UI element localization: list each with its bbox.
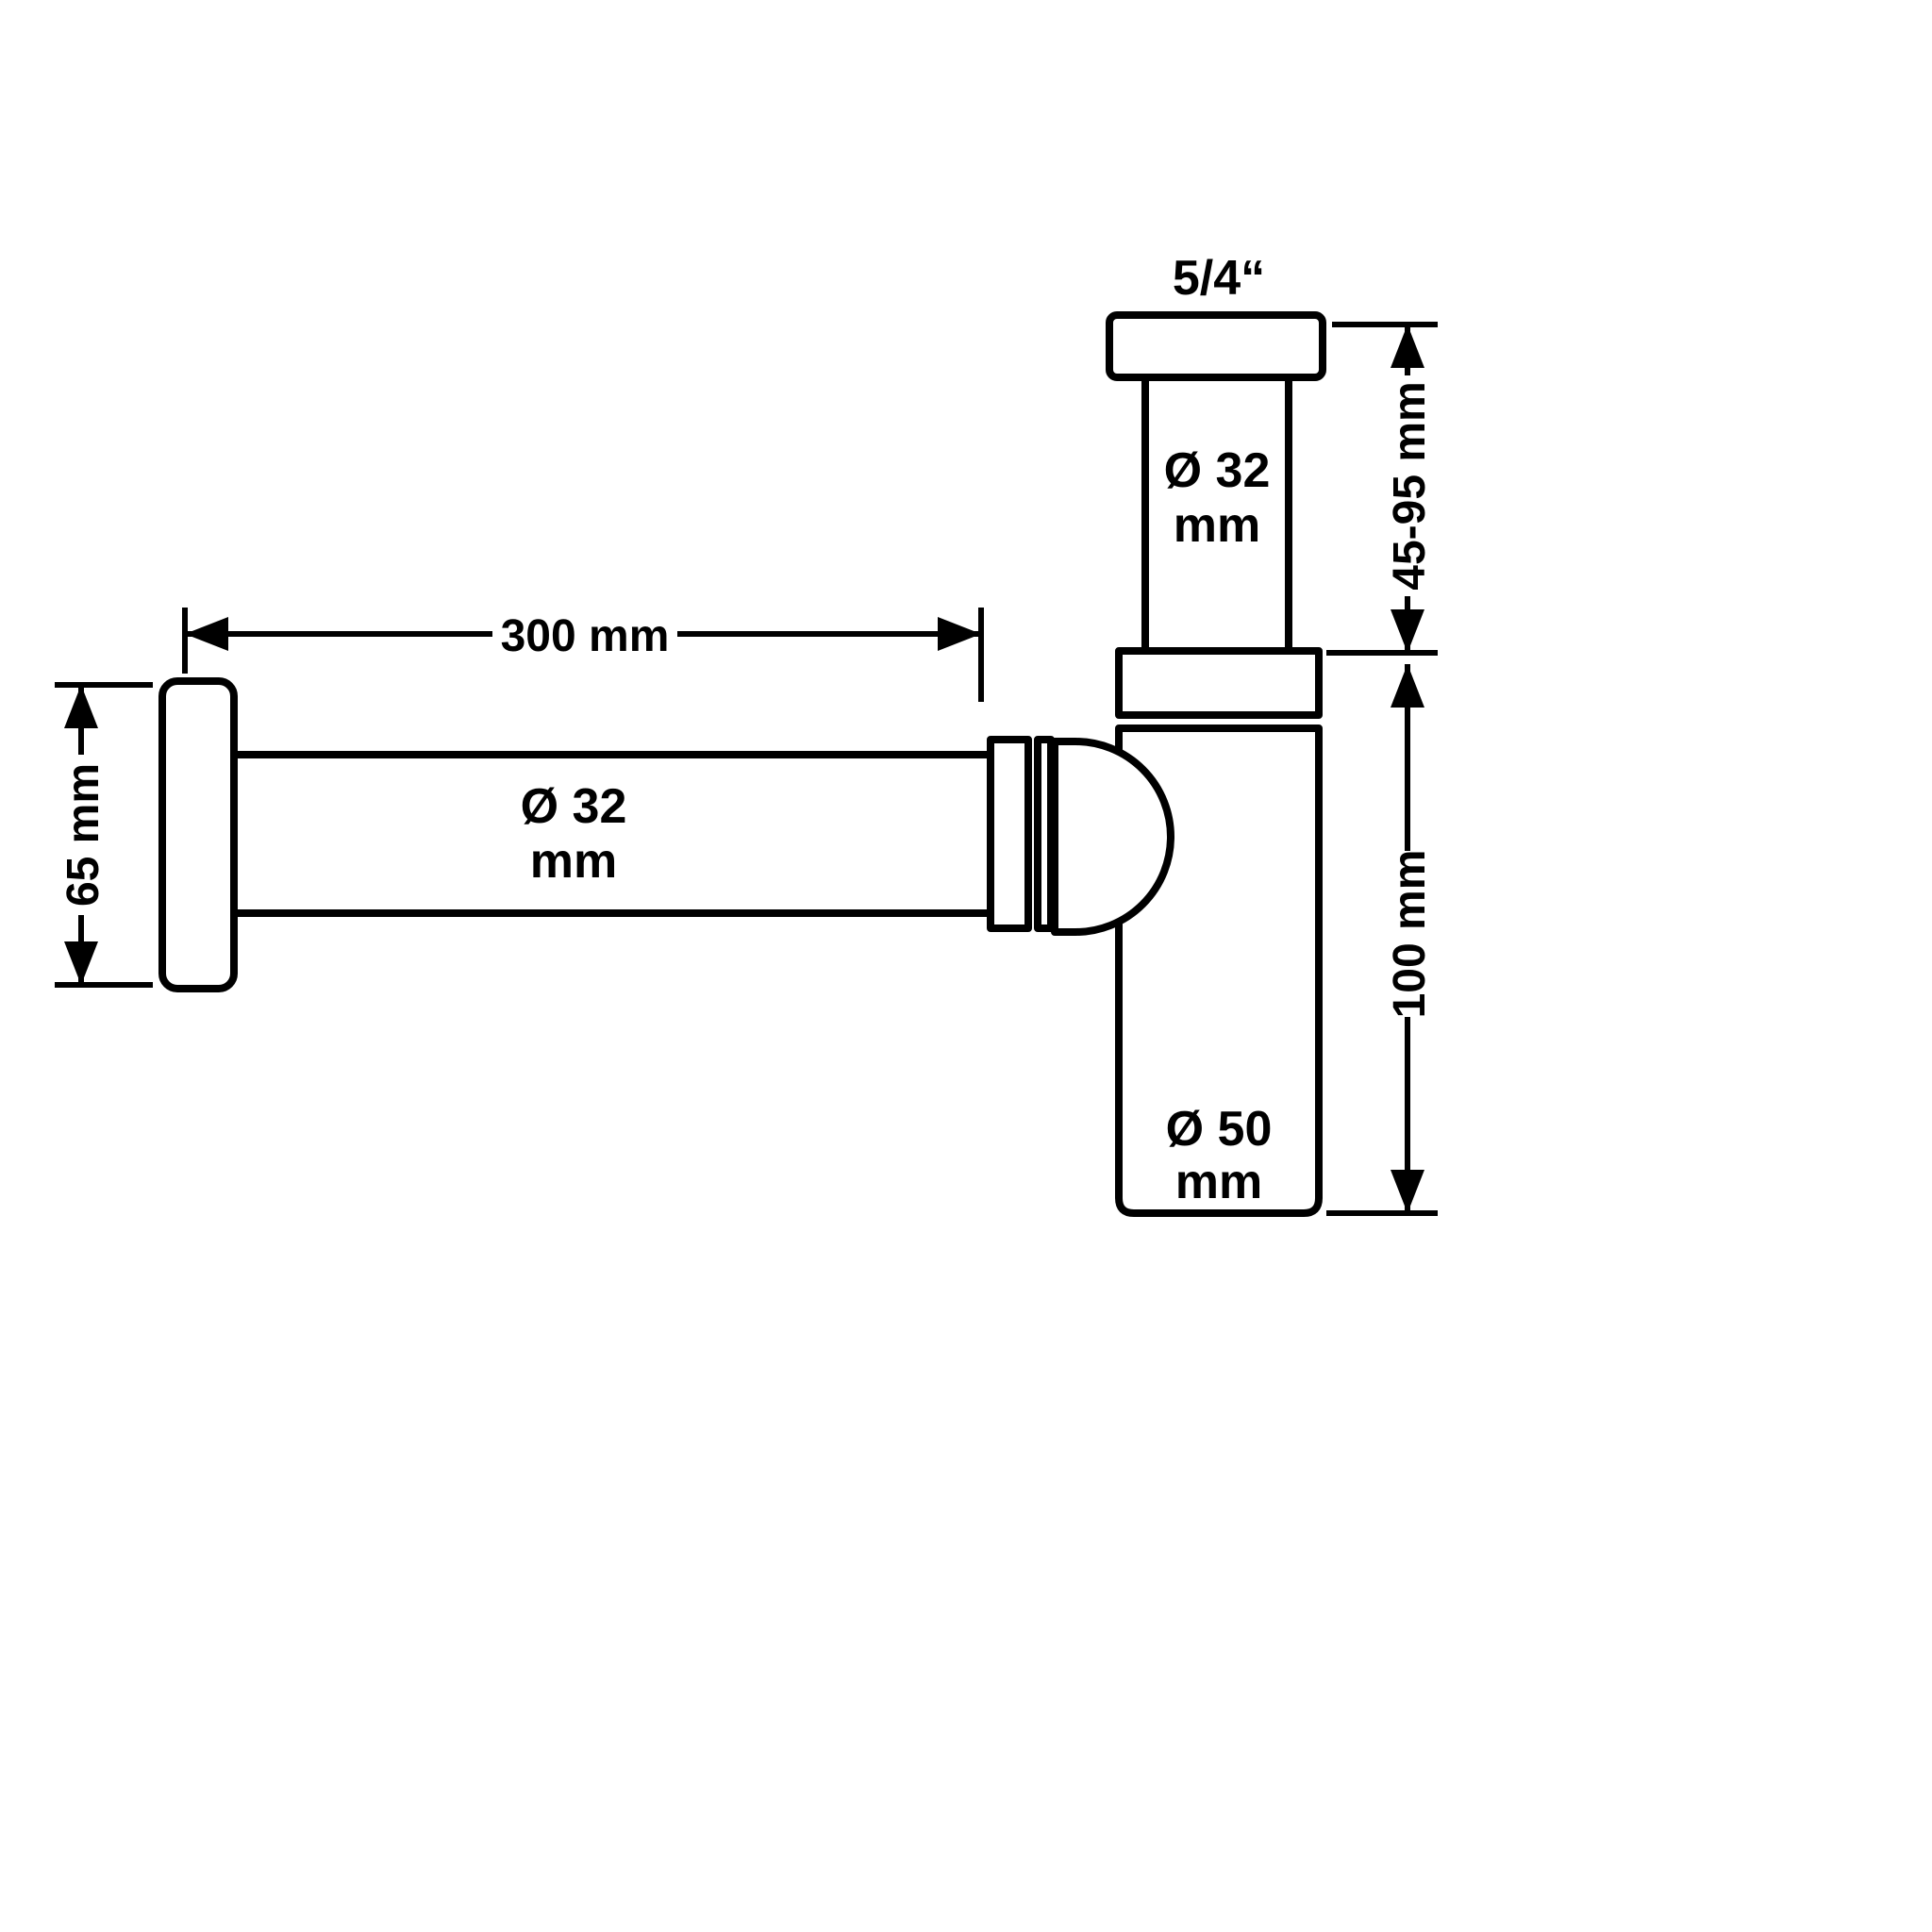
dimension-pipe-length: 300 mm xyxy=(182,608,984,702)
pipe-nut xyxy=(987,736,1032,932)
body-diameter-unit: mm xyxy=(1175,1155,1262,1209)
elbow xyxy=(1051,738,1174,936)
body-diameter-label: Ø 50 xyxy=(1166,1102,1273,1157)
arrowhead-right-icon xyxy=(938,617,981,651)
wall-flange xyxy=(158,677,238,992)
pipe-diameter-unit: mm xyxy=(530,834,617,889)
top-nut xyxy=(1106,311,1326,381)
label-mask xyxy=(1381,375,1434,596)
body-height-label: 100 mm xyxy=(1385,850,1435,1019)
thread-size-label: 5/4“ xyxy=(1173,251,1265,306)
inlet-diameter-unit: mm xyxy=(1174,498,1260,553)
arrowhead-down-icon xyxy=(1391,1170,1424,1213)
dimension-body-height: 100 mm xyxy=(1326,664,1438,1216)
dimension-flange-height: 65 mm xyxy=(55,682,153,988)
arrowhead-up-icon xyxy=(1391,325,1424,368)
arrowhead-down-icon xyxy=(64,941,98,985)
pipe-ring xyxy=(1034,736,1055,932)
pipe-length-label: 300 mm xyxy=(501,611,670,661)
dimension-inlet-range: 45-95 mm xyxy=(1326,322,1438,656)
arrowhead-down-icon xyxy=(1391,609,1424,653)
arrowhead-up-icon xyxy=(1391,664,1424,708)
inlet-pipe xyxy=(1141,374,1292,655)
flange-height-label: 65 mm xyxy=(58,763,108,907)
label-mask xyxy=(55,755,108,915)
arrowhead-left-icon xyxy=(185,617,228,651)
pipe-diameter-label: Ø 32 xyxy=(521,779,627,834)
label-mask xyxy=(1381,851,1434,1017)
label-mask xyxy=(492,608,677,658)
bottle-collar xyxy=(1115,647,1323,719)
inlet-diameter-label: Ø 32 xyxy=(1164,443,1271,498)
arrowhead-up-icon xyxy=(64,685,98,728)
inlet-range-label: 45-95 mm xyxy=(1385,381,1435,590)
